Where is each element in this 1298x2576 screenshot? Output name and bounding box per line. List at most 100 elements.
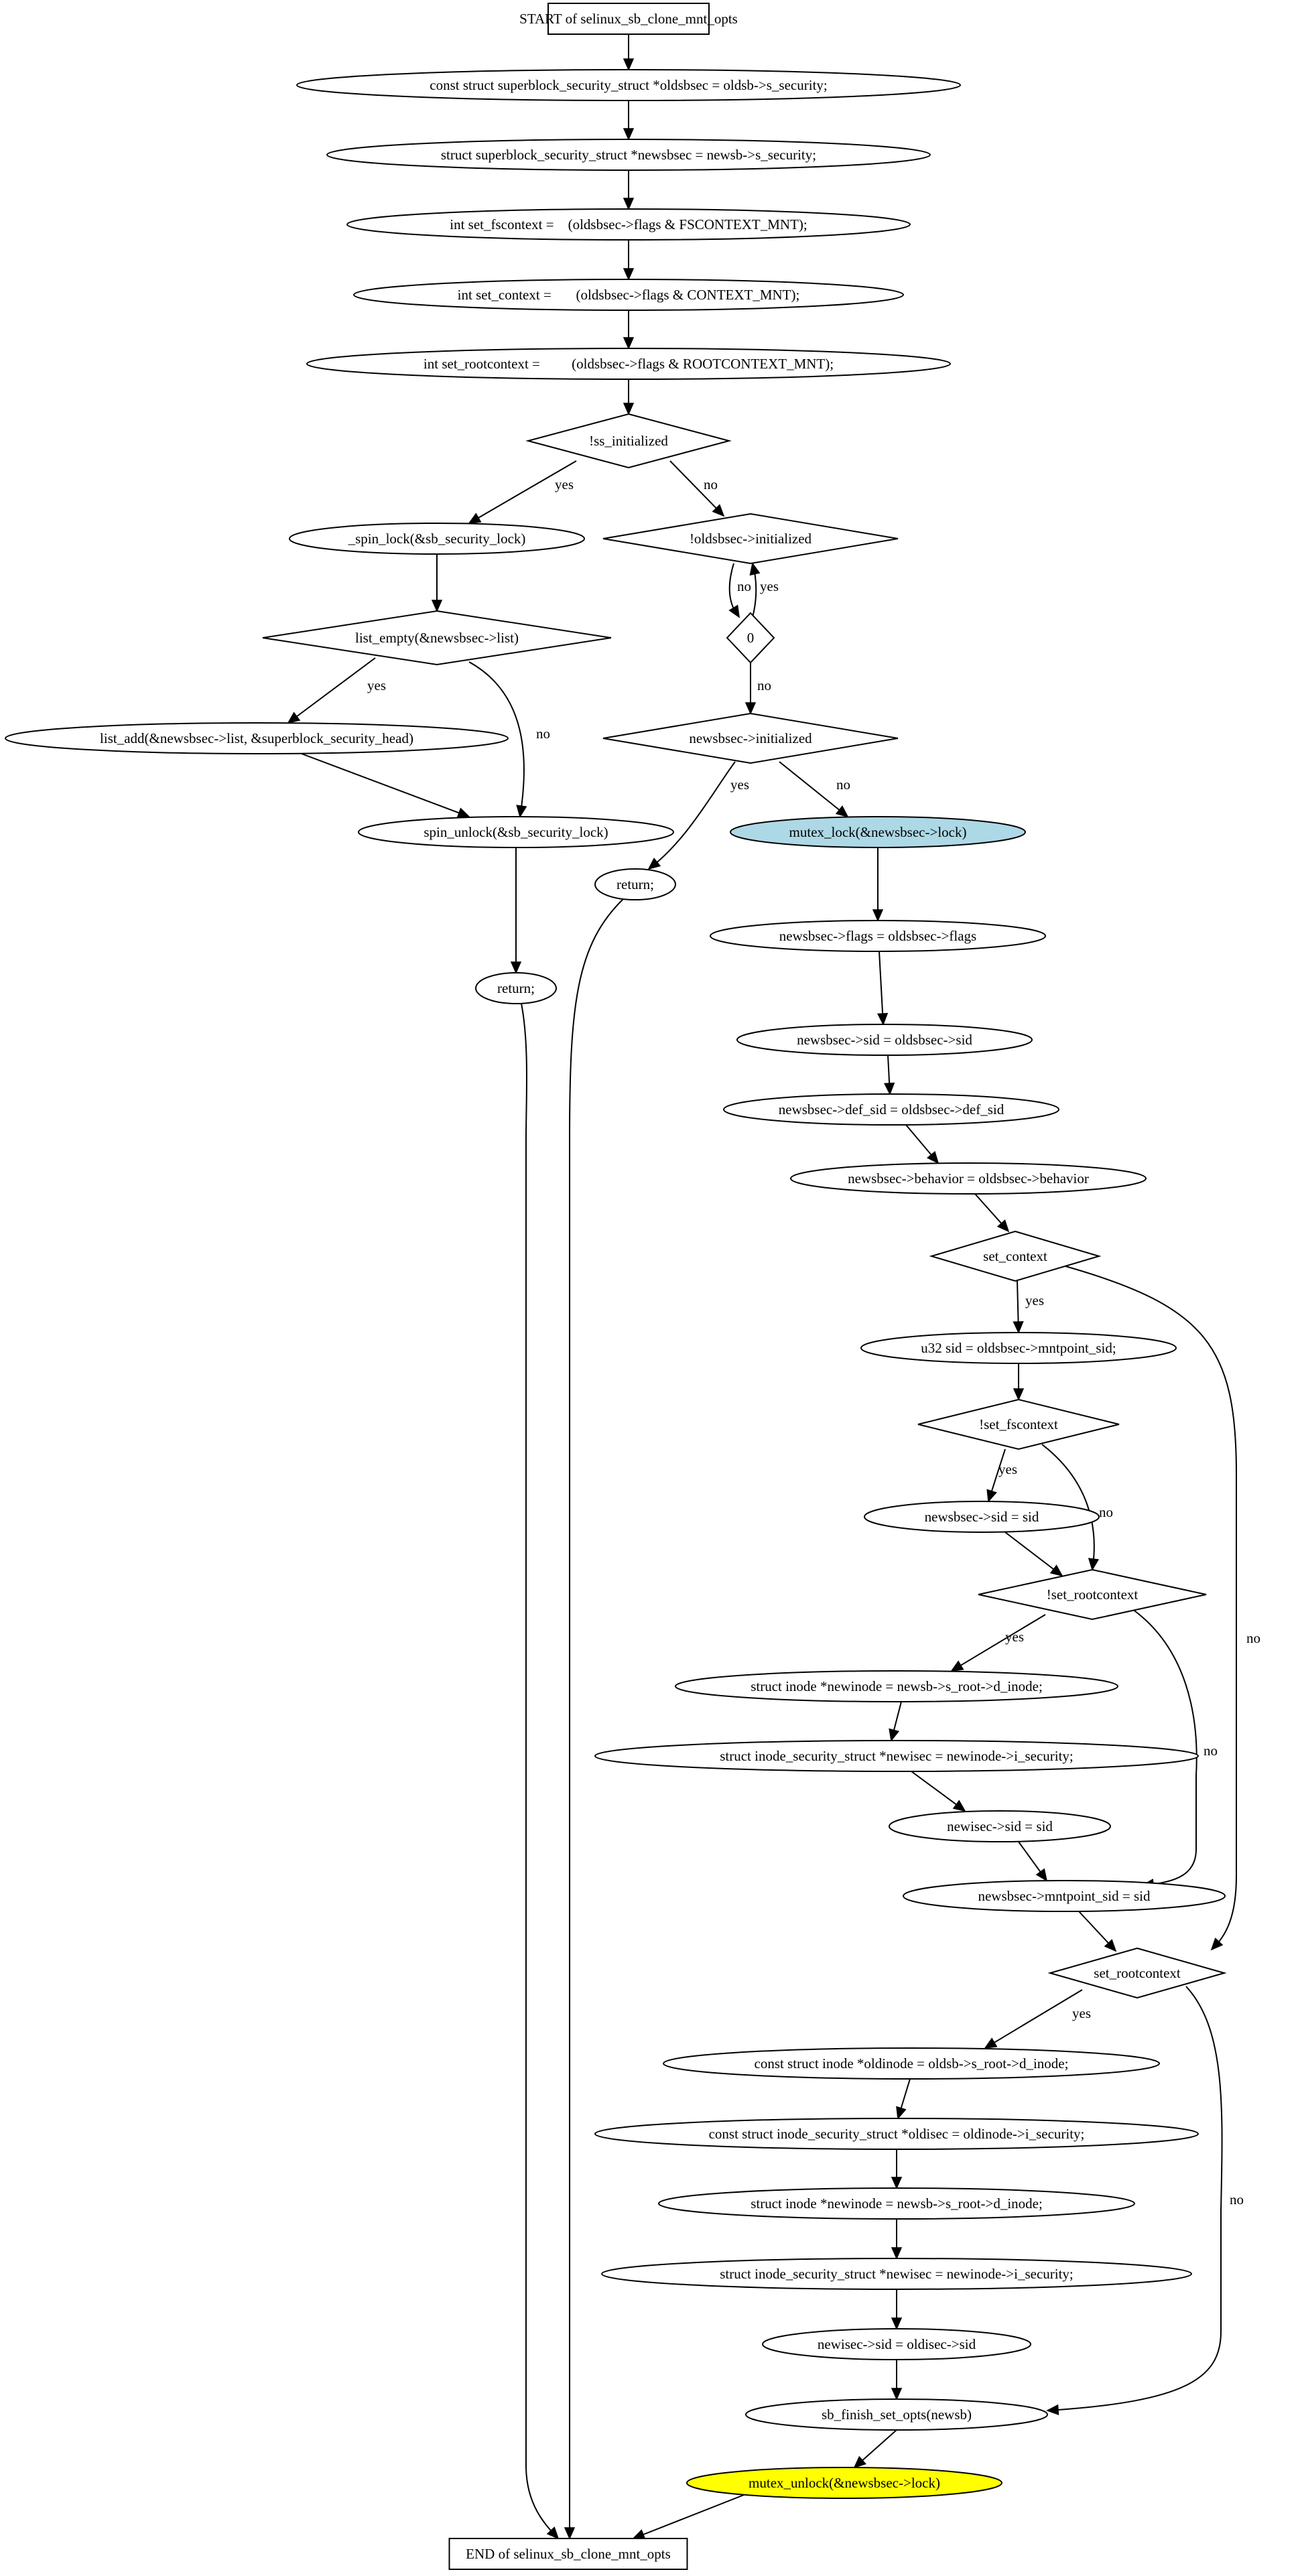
box-shape <box>547 3 710 35</box>
edge-label-no: no <box>536 726 550 742</box>
edge-label-no: no <box>737 578 751 594</box>
edge-d9-to-n22-arrowhead <box>984 2037 998 2049</box>
node-d3: list_empty(&newsbsec->list) <box>262 610 612 666</box>
statement-ellipse <box>475 972 557 1004</box>
edge-d8-to-n18-arrowhead <box>950 1660 964 1672</box>
decision-diamond <box>726 612 775 664</box>
node-label: int set_context = (oldsbsec->flags & CON… <box>458 287 800 303</box>
node-n23: const struct inode_security_struct *oldi… <box>594 2118 1199 2150</box>
node-label: !set_fscontext <box>979 1416 1058 1432</box>
decision-diamond <box>1047 1947 1227 1999</box>
node-n22: const struct inode *oldinode = oldsb->s_… <box>663 2047 1160 2080</box>
edge-n15-to-d6-arrowhead <box>996 1219 1010 1233</box>
edge-label-yes: yes <box>555 476 574 492</box>
node-n10: return; <box>594 868 676 900</box>
statement-ellipse <box>658 2187 1135 2220</box>
edge-d5-to-n10 <box>648 761 736 870</box>
edge-d9-to-n27 <box>1047 1986 1223 2411</box>
edge-n6-to-d3-arrowhead <box>431 600 443 612</box>
edge-n4-to-n5-arrowhead <box>623 337 635 350</box>
edge-d9-to-n22 <box>992 1989 1083 2044</box>
edge-n28-to-end-arrowhead <box>632 2529 646 2540</box>
node-label: 0 <box>747 630 755 646</box>
edge-d7-to-n17-arrowhead <box>986 1489 997 1503</box>
edge-d9-to-n27-arrowhead <box>1046 2404 1059 2416</box>
node-label: !ss_initialized <box>589 433 668 449</box>
edge-n11-to-n13-arrowhead <box>877 1012 889 1026</box>
statement-ellipse <box>745 2398 1048 2431</box>
statement-ellipse <box>730 816 1026 848</box>
node-n7: list_add(&newsbsec->list, &superblock_se… <box>5 722 509 754</box>
edge-d7-to-n17 <box>990 1448 1006 1493</box>
decision-diamond <box>602 513 899 565</box>
node-label: int set_fscontext = (oldsbsec->flags & F… <box>450 216 807 232</box>
node-label: sb_finish_set_opts(newsb) <box>822 2406 972 2423</box>
node-label: return; <box>616 876 654 892</box>
edge-n8-to-n12-arrowhead <box>510 961 522 974</box>
edge-n3-to-n4-arrowhead <box>623 268 635 281</box>
edge-n9-to-n11-arrowhead <box>872 909 884 922</box>
edge-n22-to-n23-arrowhead <box>896 2106 907 2120</box>
statement-ellipse <box>686 2467 1002 2499</box>
node-label: int set_rootcontext = (oldsbsec->flags &… <box>424 356 834 372</box>
edge-label-no: no <box>836 776 850 793</box>
node-d2: !oldsbsec->initialized <box>602 513 899 565</box>
edge-n25-to-n26-arrowhead <box>891 2317 903 2330</box>
edge-n23-to-n24-arrowhead <box>891 2177 903 2189</box>
edge-n27-to-n28-arrowhead <box>853 2455 866 2469</box>
node-layer: START of selinux_sb_clone_mnt_optsconst … <box>5 3 1227 2570</box>
edge-start-to-n1-arrowhead <box>623 58 635 71</box>
node-n20: newisec->sid = sid <box>889 1810 1111 1842</box>
node-label: newsbsec->flags = oldsbsec->flags <box>779 928 976 944</box>
statement-ellipse <box>296 69 961 101</box>
edge-n14-to-n15 <box>905 1124 933 1156</box>
edge-d3-to-n7-arrowhead <box>287 711 301 724</box>
decision-diamond <box>978 1568 1207 1621</box>
edge-label-no: no <box>704 476 718 492</box>
edge-label-yes: yes <box>1072 2005 1091 2021</box>
edge-d6-to-d9-arrowhead <box>1210 1938 1224 1951</box>
decision-diamond <box>262 610 612 666</box>
node-n5: int set_rootcontext = (oldsbsec->flags &… <box>306 348 951 380</box>
edge-label-yes: yes <box>760 578 779 594</box>
node-n2: struct superblock_security_struct *newsb… <box>326 139 931 171</box>
edge-n19-to-n20-arrowhead <box>952 1800 966 1812</box>
node-n19: struct inode_security_struct *newisec = … <box>594 1740 1199 1772</box>
node-label: END of selinux_sb_clone_mnt_opts <box>466 2546 671 2562</box>
node-label: const struct inode_security_struct *oldi… <box>709 2126 1085 2142</box>
node-d6: set_context <box>929 1230 1102 1282</box>
edge-label-yes: yes <box>1025 1292 1044 1308</box>
node-label: newsbsec->def_sid = oldsbsec->def_sid <box>779 1101 1004 1117</box>
node-n14: newsbsec->def_sid = oldsbsec->def_sid <box>723 1093 1059 1126</box>
statement-ellipse <box>353 279 904 311</box>
node-label: newisec->sid = oldisec->sid <box>818 2336 976 2352</box>
edge-d7-to-d8 <box>1041 1444 1095 1570</box>
edge-n1-to-n2-arrowhead <box>623 128 635 141</box>
edge-d3-to-n7 <box>295 657 376 718</box>
decision-diamond <box>602 712 899 764</box>
node-label: const struct superblock_security_struct … <box>430 77 828 93</box>
node-label: struct inode_security_struct *newisec = … <box>720 1748 1074 1764</box>
statement-ellipse <box>594 2118 1199 2150</box>
edge-n10-to-end <box>569 898 624 2538</box>
node-n11: newsbsec->flags = oldsbsec->flags <box>710 920 1046 952</box>
edge-n18-to-n19 <box>893 1701 902 1732</box>
node-label: newsbsec->initialized <box>689 730 812 746</box>
node-label: START of selinux_sb_clone_mnt_opts <box>519 11 738 27</box>
edge-n10-to-end-arrowhead <box>564 2527 576 2540</box>
node-label: list_add(&newsbsec->list, &superblock_se… <box>100 730 413 746</box>
edge-n12-to-end <box>521 1003 559 2539</box>
node-n24: struct inode *newinode = newsb->s_root->… <box>658 2187 1135 2220</box>
node-n8: spin_unlock(&sb_security_lock) <box>358 816 674 848</box>
node-label: newsbsec->sid = oldsbsec->sid <box>797 1032 972 1048</box>
node-d9: set_rootcontext <box>1047 1947 1227 1999</box>
statement-ellipse <box>736 1024 1033 1056</box>
edge-d5-to-n9 <box>779 761 841 812</box>
edge-d4-to-d5-arrowhead <box>744 702 757 715</box>
edge-d6-to-d9 <box>1065 1266 1237 1950</box>
edge-d6-to-n16-arrowhead <box>1013 1321 1024 1334</box>
node-n25: struct inode_security_struct *newisec = … <box>601 2258 1192 2290</box>
node-n17: newsbsec->sid = sid <box>864 1501 1100 1533</box>
edge-label-yes: yes <box>730 776 749 793</box>
